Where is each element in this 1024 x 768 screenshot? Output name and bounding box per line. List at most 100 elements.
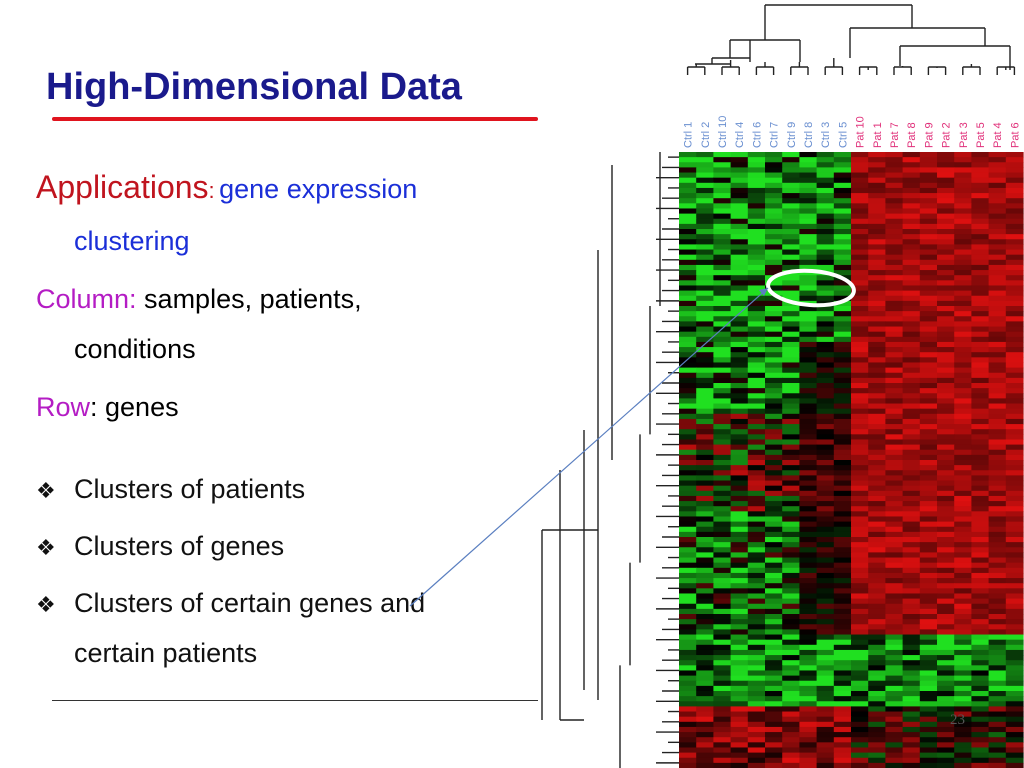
- heatmap-cell: [679, 490, 697, 497]
- heatmap-cell: [765, 737, 783, 743]
- heatmap-cell: [747, 649, 766, 656]
- heatmap-cell: [851, 475, 869, 482]
- heatmap-cell: [730, 439, 749, 446]
- heatmap-cell: [1005, 552, 1024, 559]
- heatmap-cell: [747, 542, 766, 548]
- heatmap-cell: [937, 429, 955, 435]
- heatmap-cell: [885, 275, 904, 281]
- heatmap-cell: [954, 711, 972, 718]
- heatmap-cell: [971, 557, 990, 564]
- heatmap-cell: [782, 208, 800, 215]
- heatmap-cell: [799, 249, 818, 256]
- heatmap-cell: [765, 285, 783, 292]
- heatmap-cell: [1005, 357, 1024, 364]
- heatmap-cell: [902, 198, 921, 204]
- heatmap-cell: [851, 660, 869, 666]
- heatmap-cell: [954, 588, 972, 595]
- heatmap-cell: [1005, 619, 1024, 625]
- heatmap-cell: [902, 275, 921, 281]
- heatmap-cell: [833, 726, 852, 733]
- heatmap-cell: [833, 537, 852, 543]
- heatmap-cell: [696, 418, 714, 425]
- heatmap-cell: [937, 762, 955, 768]
- heatmap-cell: [971, 721, 990, 728]
- heatmap-cell: [902, 439, 921, 446]
- heatmap-cell: [954, 619, 972, 625]
- heatmap-cell: [747, 490, 766, 497]
- heatmap-cell: [816, 608, 835, 615]
- heatmap-cell: [902, 665, 921, 672]
- heatmap-cell: [919, 352, 938, 358]
- applications-value: gene expression: [219, 174, 418, 204]
- heatmap-cell: [971, 701, 990, 707]
- heatmap-cell: [782, 388, 800, 394]
- heatmap-cell: [782, 311, 800, 317]
- heatmap-cell: [713, 388, 732, 394]
- heatmap-cell: [1005, 567, 1024, 574]
- heatmap-cell: [730, 444, 749, 451]
- heatmap-cell: [833, 716, 852, 723]
- heatmap-cell: [937, 485, 955, 492]
- heatmap-cell: [730, 629, 749, 636]
- heatmap-cell: [851, 578, 869, 584]
- heatmap-cell: [851, 711, 869, 718]
- heatmap-cell: [782, 614, 800, 620]
- heatmap-cell: [885, 762, 904, 768]
- heatmap-cell: [782, 490, 800, 497]
- heatmap-cell: [954, 218, 972, 225]
- heatmap-cell: [1005, 398, 1024, 405]
- heatmap-cell: [954, 578, 972, 584]
- heatmap-cell: [816, 198, 835, 204]
- heatmap-cell: [851, 167, 869, 174]
- heatmap-cell: [696, 531, 714, 538]
- heatmap-cell: [799, 264, 818, 271]
- heatmap-cell: [971, 383, 990, 389]
- heatmap-cell: [885, 367, 904, 374]
- heatmap-cell: [885, 511, 904, 518]
- heatmap-cell: [851, 506, 869, 512]
- heatmap-cell: [851, 434, 869, 441]
- heatmap-cell: [885, 593, 904, 600]
- heatmap-cell: [919, 259, 938, 266]
- heatmap-cell: [851, 562, 869, 569]
- heatmap-cell: [868, 424, 886, 430]
- heatmap-cell: [747, 465, 766, 471]
- heatmap-cell: [885, 259, 904, 266]
- heatmap-cell: [868, 444, 886, 451]
- heatmap-cell: [988, 218, 1007, 225]
- heatmap-cell: [833, 485, 852, 492]
- heatmap-cell: [885, 223, 904, 230]
- heatmap-cell: [868, 665, 886, 672]
- heatmap-cell: [851, 249, 869, 256]
- heatmap-cell: [954, 475, 972, 482]
- heatmap-cell: [954, 372, 972, 379]
- heatmap-cell: [782, 685, 800, 692]
- heatmap-cell: [971, 213, 990, 220]
- heatmap-cell: [782, 649, 800, 656]
- heatmap-cell: [816, 347, 835, 353]
- heatmap-cell: [851, 598, 869, 605]
- heatmap-cell: [1005, 254, 1024, 261]
- heatmap-cell: [971, 726, 990, 733]
- heatmap-cell: [730, 670, 749, 677]
- heatmap-cell: [851, 762, 869, 768]
- heatmap-cell: [971, 634, 990, 641]
- heatmap-cell: [679, 254, 697, 261]
- heatmap-cell: [747, 157, 766, 163]
- heatmap-cell: [730, 285, 749, 292]
- heatmap-cell: [713, 490, 732, 497]
- heatmap-cell: [799, 372, 818, 379]
- heatmap-cell: [919, 264, 938, 271]
- heatmap-cell: [988, 326, 1007, 333]
- heatmap-cell: [799, 537, 818, 543]
- heatmap-cell: [937, 495, 955, 502]
- heatmap-cell: [816, 742, 835, 749]
- heatmap-cell: [765, 367, 783, 374]
- heatmap-cell: [713, 747, 732, 754]
- heatmap-cell: [713, 213, 732, 220]
- heatmap-cell: [954, 270, 972, 276]
- heatmap-cell: [937, 691, 955, 697]
- heatmap-cell: [885, 675, 904, 682]
- heatmap-cell: [799, 213, 818, 220]
- heatmap-cell: [919, 388, 938, 394]
